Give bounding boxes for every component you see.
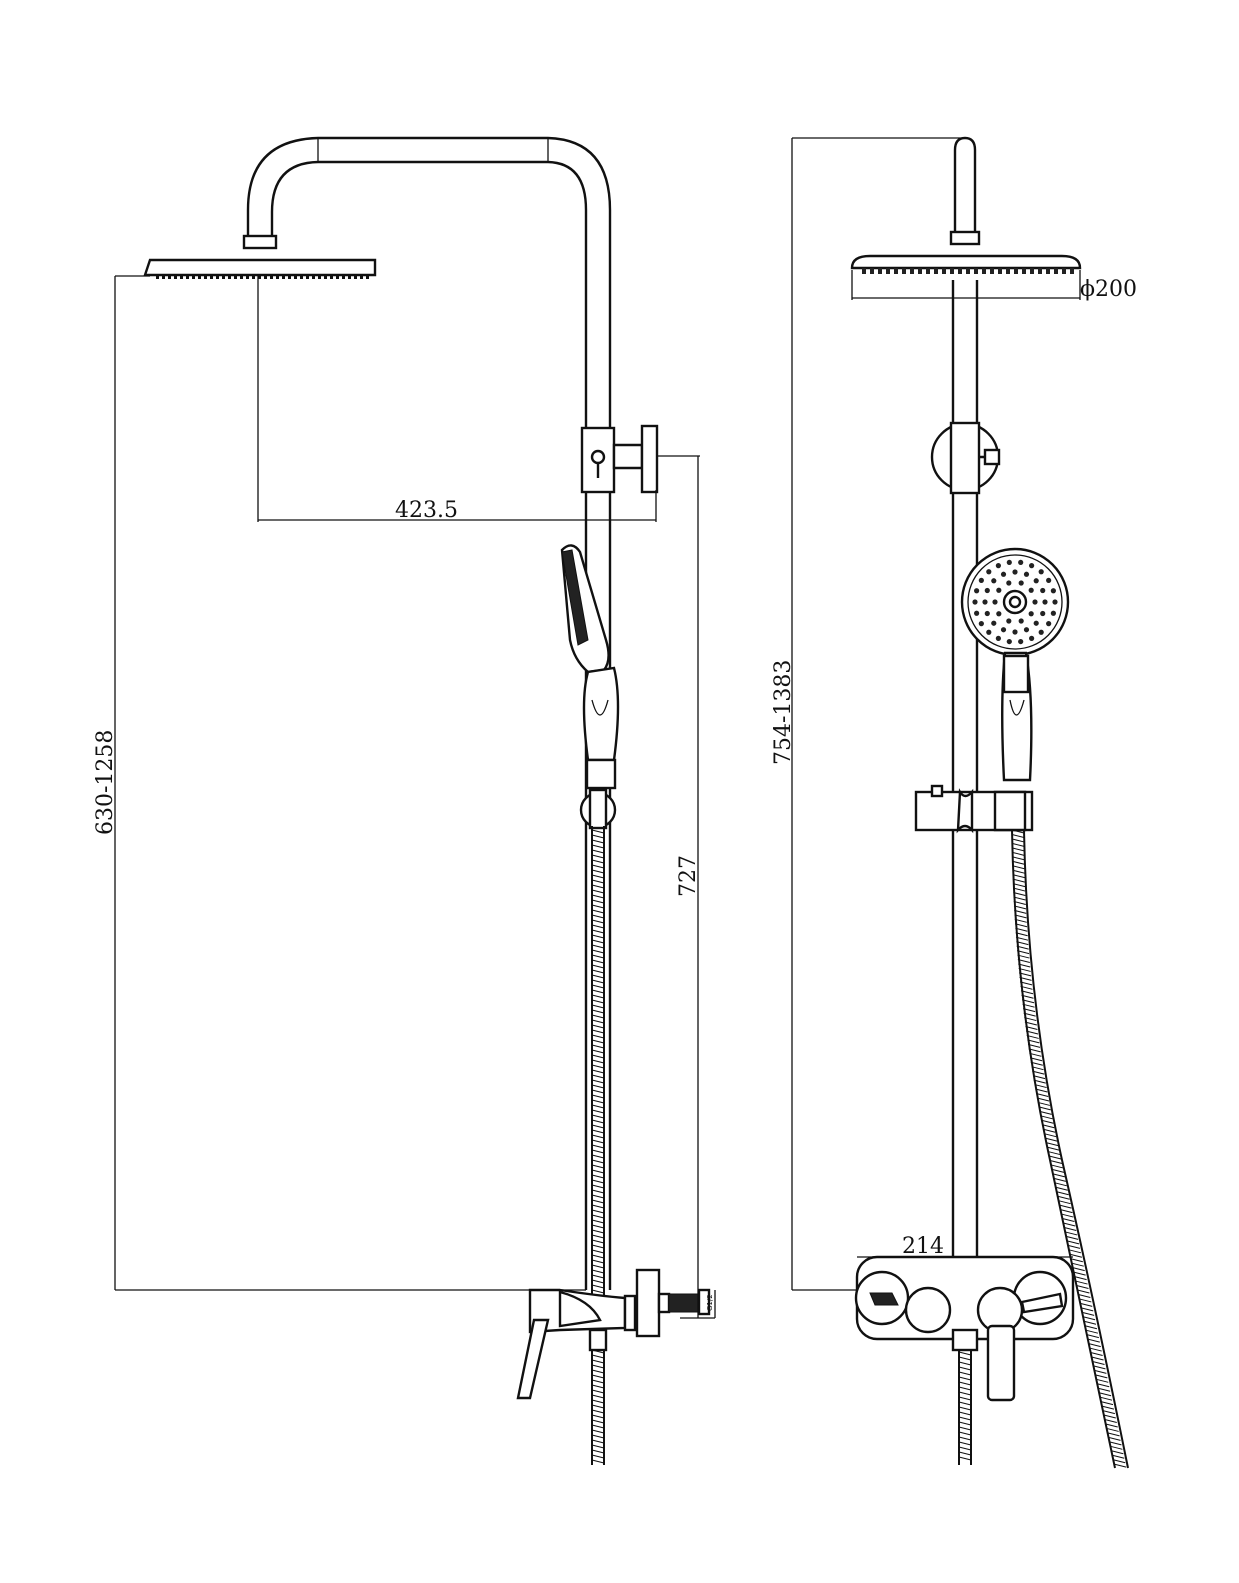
side-mixer <box>516 1268 711 1400</box>
front-dimension-lines <box>791 137 1081 1291</box>
side-overhead-arm <box>242 136 612 430</box>
side-wall-bracket <box>580 424 659 494</box>
front-rain-shower-head <box>850 254 1082 274</box>
arm-projection-dimension: 423.5 <box>395 498 458 523</box>
head-height-dimension: 630-1258 <box>93 730 118 835</box>
side-dimension-lines <box>114 275 716 1319</box>
front-slider-holder <box>914 784 1034 834</box>
front-riser <box>949 136 981 1268</box>
front-hose <box>1011 829 1129 1469</box>
front-view: 754-1383 ϕ200 214 <box>771 136 1137 1469</box>
total-height-dimension: 754-1383 <box>771 660 796 765</box>
mixer-width-dimension: 214 <box>902 1234 944 1259</box>
side-view: 423.5 630-1258 727 G1/2 <box>93 136 716 1465</box>
side-rain-shower-head <box>143 258 377 279</box>
thread-size-label: G1/2 <box>706 1294 714 1311</box>
side-hose <box>591 826 605 1465</box>
front-mixer <box>854 1255 1075 1465</box>
front-hand-shower <box>960 547 1070 782</box>
side-hand-shower <box>560 544 620 830</box>
bracket-height-dimension: 727 <box>676 855 701 897</box>
head-diameter-dimension: ϕ200 <box>1080 277 1137 302</box>
front-wall-bracket <box>930 421 1001 495</box>
